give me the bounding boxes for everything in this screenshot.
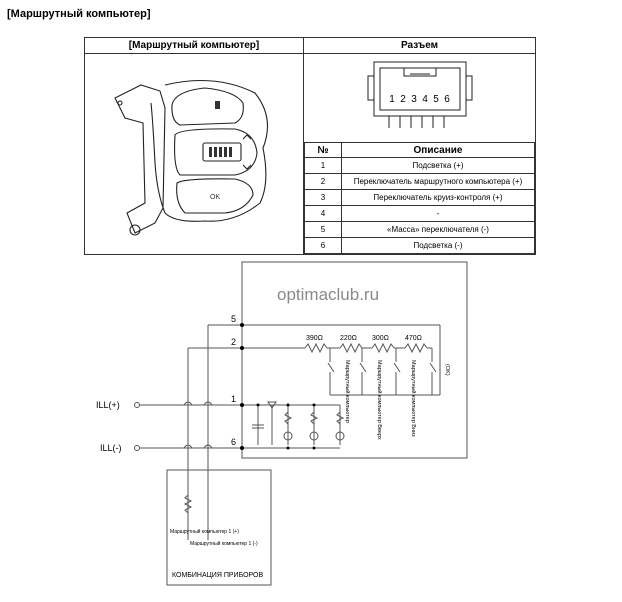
ill-plus-label: ILL(+): [96, 400, 120, 410]
watermark: optimaclub.ru: [277, 285, 379, 304]
instrument-cluster-box: [166, 469, 272, 586]
resistor-label: 390Ω: [306, 335, 323, 342]
pin-5-label: 5: [231, 314, 236, 324]
page-title: [Маршрутный компьютер]: [7, 8, 151, 20]
cluster-terminal-label: Маршрутный компьютер 1 (+): [170, 528, 239, 535]
switch-label: Маршрутный компьютер Вниз: [410, 360, 417, 437]
pin-label: 2: [400, 94, 406, 105]
pin-2-label: 2: [231, 337, 236, 347]
connector-illustration: 1 2 3 4 5 6: [367, 61, 473, 128]
steering-switch-illustration: OK: [114, 79, 269, 236]
ill-minus-label: ILL(-): [100, 443, 122, 453]
switch-label: (OK): [444, 364, 450, 376]
pin-label: 3: [411, 94, 417, 105]
resistor-label: 470Ω: [405, 335, 422, 342]
switch-label: Маршрутный компьютер: [344, 360, 351, 423]
resistor-label: 300Ω: [372, 335, 389, 342]
pin-label: 4: [422, 94, 428, 105]
steering-switch-picture-cell: OK: [84, 53, 304, 255]
connector-cell: 1 2 3 4 5 6: [303, 53, 536, 143]
row-description: Подсветка (-): [341, 237, 535, 254]
spec-table: [Маршрутный компьютер] Разъем: [84, 37, 536, 255]
pin-label: 6: [444, 94, 450, 105]
pin-6-label: 6: [231, 437, 236, 447]
cluster-title: КОМБИНАЦИЯ ПРИБОРОВ: [172, 572, 263, 579]
resistor-label: 220Ω: [340, 335, 357, 342]
switch-module-box: [241, 261, 468, 459]
pin-1-label: 1: [231, 394, 236, 404]
pin-label: 5: [433, 94, 439, 105]
ok-button-label: OK: [210, 194, 220, 201]
cluster-terminal-label: Маршрутный компьютер 1 (-): [190, 540, 258, 547]
switch-label: Маршрутный компьютер Вверх: [376, 360, 383, 440]
pin-label: 1: [389, 94, 395, 105]
